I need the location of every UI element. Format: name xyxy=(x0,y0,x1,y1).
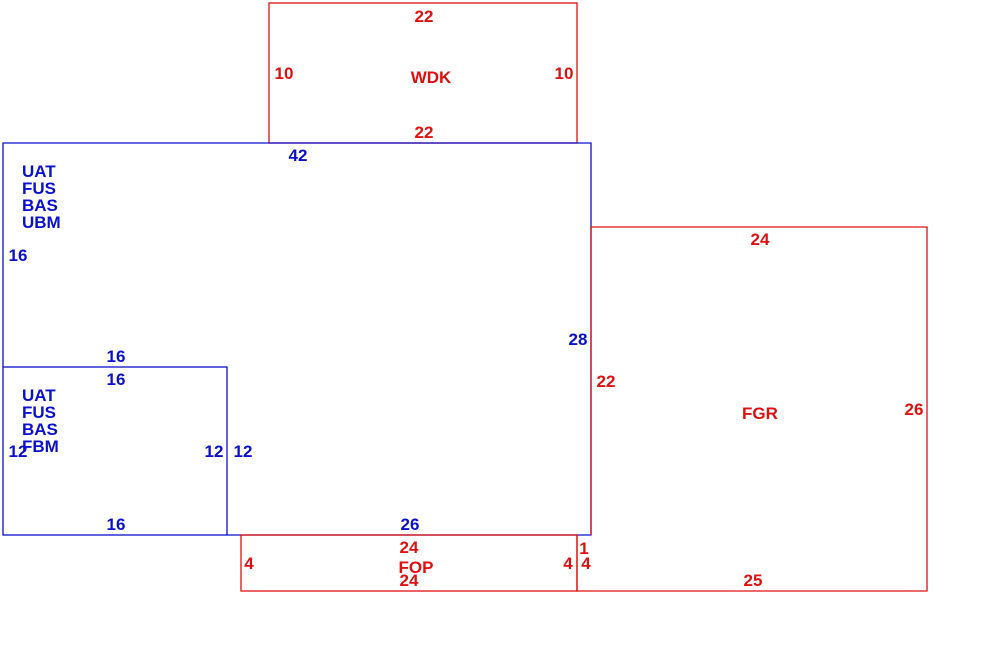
main-area-outline xyxy=(2,142,592,536)
sub-area-outline xyxy=(2,366,228,536)
main-right-dimension: 28 xyxy=(569,330,588,349)
fgr-area: FGR 24 22 26 25 1 4 xyxy=(576,226,928,592)
wdk-label: WDK xyxy=(411,68,452,87)
fgr-notch-height-dimension: 4 xyxy=(581,554,591,573)
main-inner-top-dimension: 16 xyxy=(107,347,126,366)
fgr-notch-width-dimension: 1 xyxy=(579,539,588,558)
main-code-1: UAT xyxy=(22,162,56,181)
fgr-label: FGR xyxy=(742,404,778,423)
main-top-dimension: 42 xyxy=(289,146,308,165)
main-living-area: UAT FUS BAS UBM 42 16 28 26 16 xyxy=(2,142,592,536)
fop-left-dimension: 4 xyxy=(244,554,254,573)
wdk-area: WDK 22 22 10 10 xyxy=(268,2,578,144)
sub-top-dimension: 16 xyxy=(107,370,126,389)
wdk-bottom-dimension: 22 xyxy=(415,123,434,142)
sub-left-dimension: 12 xyxy=(9,442,28,461)
sub-area: UAT FUS BAS FBM 16 12 12 12 16 xyxy=(2,366,253,536)
sub-code-2: FUS xyxy=(22,403,56,422)
fop-right-dimension: 4 xyxy=(563,554,573,573)
main-code-2: FUS xyxy=(22,179,56,198)
sub-code-4: FBM xyxy=(22,437,59,456)
main-code-3: BAS xyxy=(22,196,58,215)
fop-area: FOP 24 24 4 4 xyxy=(240,534,578,592)
wdk-left-dimension: 10 xyxy=(275,64,294,83)
main-left-dimension: 16 xyxy=(9,246,28,265)
fop-label: FOP xyxy=(399,558,434,577)
fop-bottom-dimension: 24 xyxy=(400,571,419,590)
main-bottom-dimension: 26 xyxy=(401,515,420,534)
wdk-top-dimension: 22 xyxy=(415,7,434,26)
fgr-top-dimension: 24 xyxy=(751,230,770,249)
fgr-left-dimension: 22 xyxy=(597,372,616,391)
fgr-right-dimension: 26 xyxy=(905,400,924,419)
sub-code-3: BAS xyxy=(22,420,58,439)
sub-right-outer-dimension: 12 xyxy=(234,442,253,461)
sub-code-1: UAT xyxy=(22,386,56,405)
fop-outline xyxy=(240,534,578,592)
main-code-4: UBM xyxy=(22,213,61,232)
wdk-right-dimension: 10 xyxy=(555,64,574,83)
fop-top-dimension: 24 xyxy=(400,538,419,557)
fgr-bottom-dimension: 25 xyxy=(744,571,763,590)
sub-right-dimension: 12 xyxy=(205,442,224,461)
sub-bottom-dimension: 16 xyxy=(107,515,126,534)
